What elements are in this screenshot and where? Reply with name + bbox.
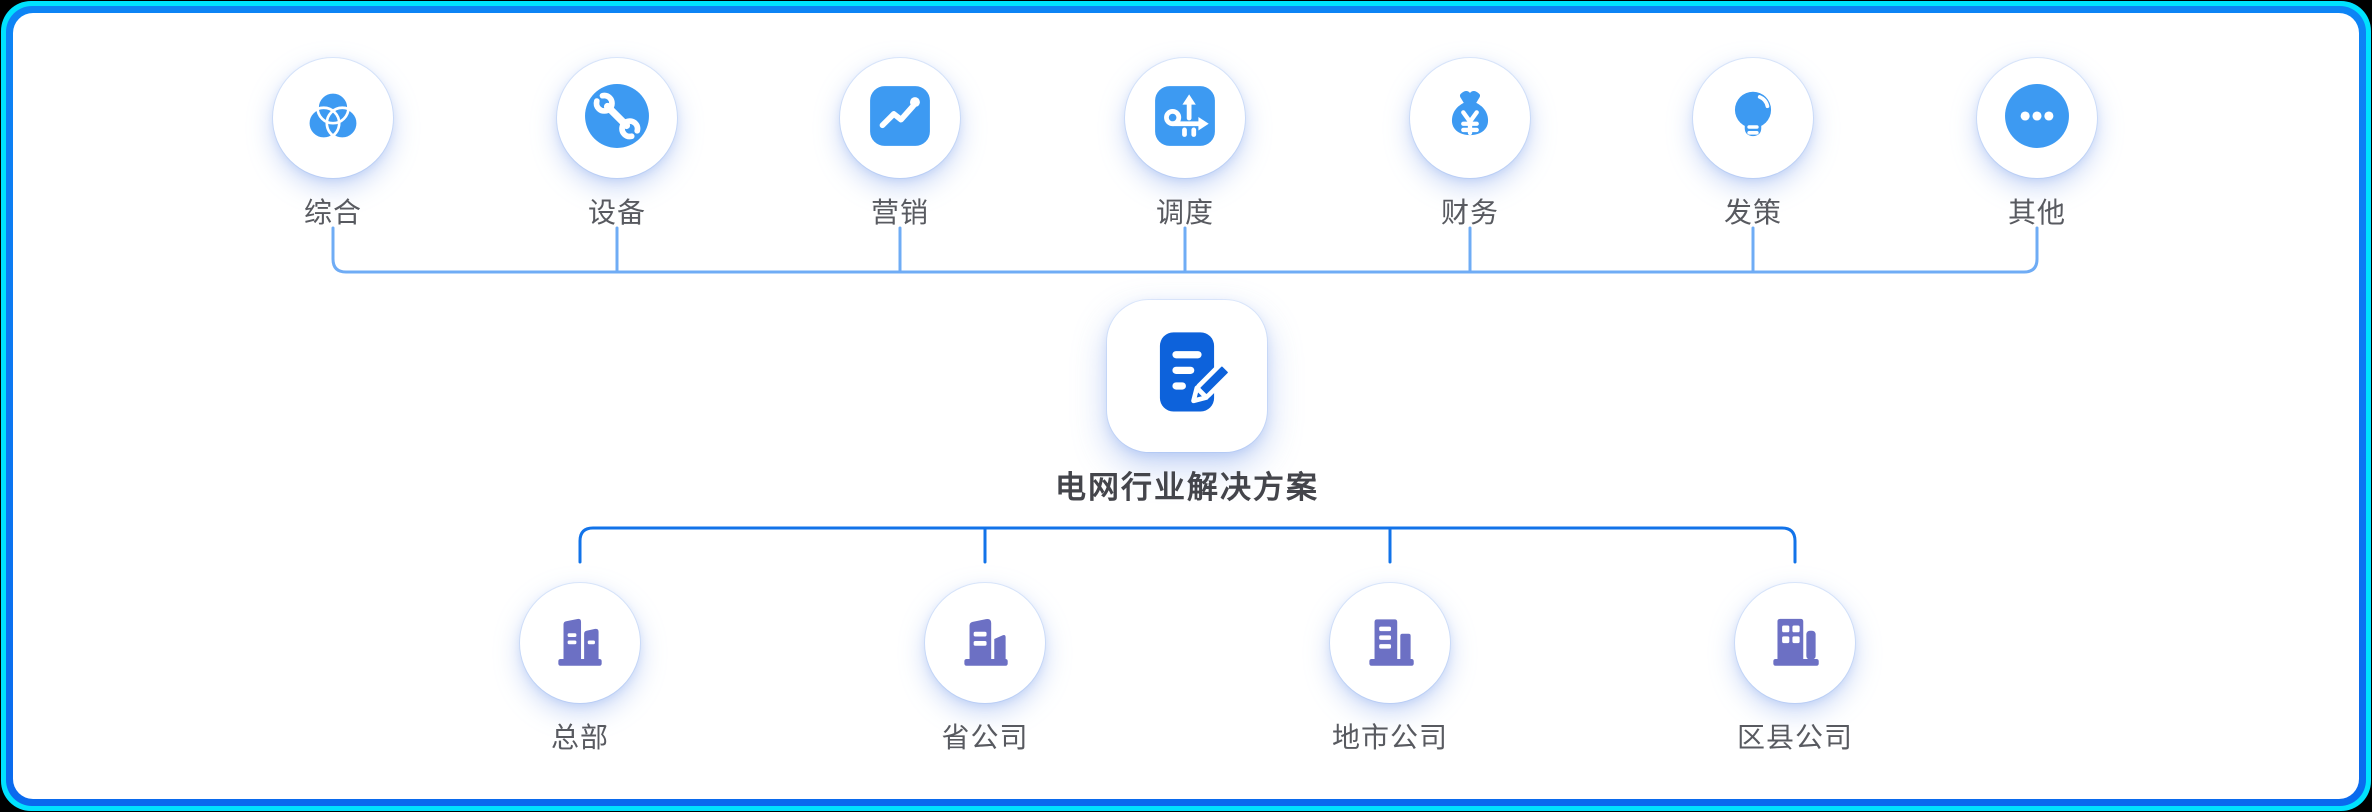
trend-chart-icon bbox=[867, 83, 933, 154]
document-edit-icon bbox=[1137, 324, 1237, 429]
solution-node bbox=[1107, 300, 1267, 452]
org-badge bbox=[1330, 583, 1450, 703]
dept-badge bbox=[840, 58, 960, 178]
dept-node-other: 其他 bbox=[1967, 58, 2107, 231]
dept-label: 其他 bbox=[2007, 197, 2066, 228]
dept-label: 设备 bbox=[587, 197, 646, 228]
org-badge bbox=[925, 583, 1045, 703]
dept-label: 财务 bbox=[1440, 197, 1499, 228]
money-bag-icon bbox=[1437, 83, 1503, 154]
light-bulb-icon bbox=[1720, 83, 1786, 154]
dept-node-equipment: 设备 bbox=[547, 58, 687, 231]
dept-badge bbox=[1693, 58, 1813, 178]
dept-node-comprehensive: 综合 bbox=[263, 58, 403, 231]
org-label: 区县公司 bbox=[1736, 722, 1853, 753]
county-building-icon bbox=[1762, 608, 1828, 679]
dept-badge bbox=[1977, 58, 2097, 178]
dept-node-finance: 财务 bbox=[1400, 58, 1540, 231]
org-node-province: 省公司 bbox=[905, 583, 1065, 756]
dept-label: 调度 bbox=[1155, 197, 1214, 228]
dept-node-marketing: 营销 bbox=[830, 58, 970, 231]
org-node-city: 地市公司 bbox=[1310, 583, 1470, 756]
org-node-county: 区县公司 bbox=[1715, 583, 1875, 756]
dept-label: 综合 bbox=[303, 197, 362, 228]
org-label: 地市公司 bbox=[1331, 722, 1448, 753]
org-label: 总部 bbox=[550, 722, 609, 753]
headquarters-building-icon bbox=[547, 608, 613, 679]
dept-badge bbox=[1410, 58, 1530, 178]
dept-label: 发策 bbox=[1723, 197, 1782, 228]
route-arrows-icon bbox=[1152, 83, 1218, 154]
dept-badge bbox=[273, 58, 393, 178]
dept-node-dispatch: 调度 bbox=[1115, 58, 1255, 231]
org-badge bbox=[1735, 583, 1855, 703]
city-building-icon bbox=[1357, 608, 1423, 679]
dept-badge bbox=[557, 58, 677, 178]
venn-circles-icon bbox=[300, 83, 366, 154]
ellipsis-icon bbox=[2004, 83, 2070, 154]
wrench-icon bbox=[584, 83, 650, 154]
solution-title: 电网行业解决方案 bbox=[1055, 470, 1319, 505]
org-label: 省公司 bbox=[941, 722, 1029, 753]
org-node-headquarters: 总部 bbox=[500, 583, 660, 756]
dept-label: 营销 bbox=[870, 197, 929, 228]
org-badge bbox=[520, 583, 640, 703]
dept-badge bbox=[1125, 58, 1245, 178]
province-building-icon bbox=[952, 608, 1018, 679]
dept-node-strategy: 发策 bbox=[1683, 58, 1823, 231]
